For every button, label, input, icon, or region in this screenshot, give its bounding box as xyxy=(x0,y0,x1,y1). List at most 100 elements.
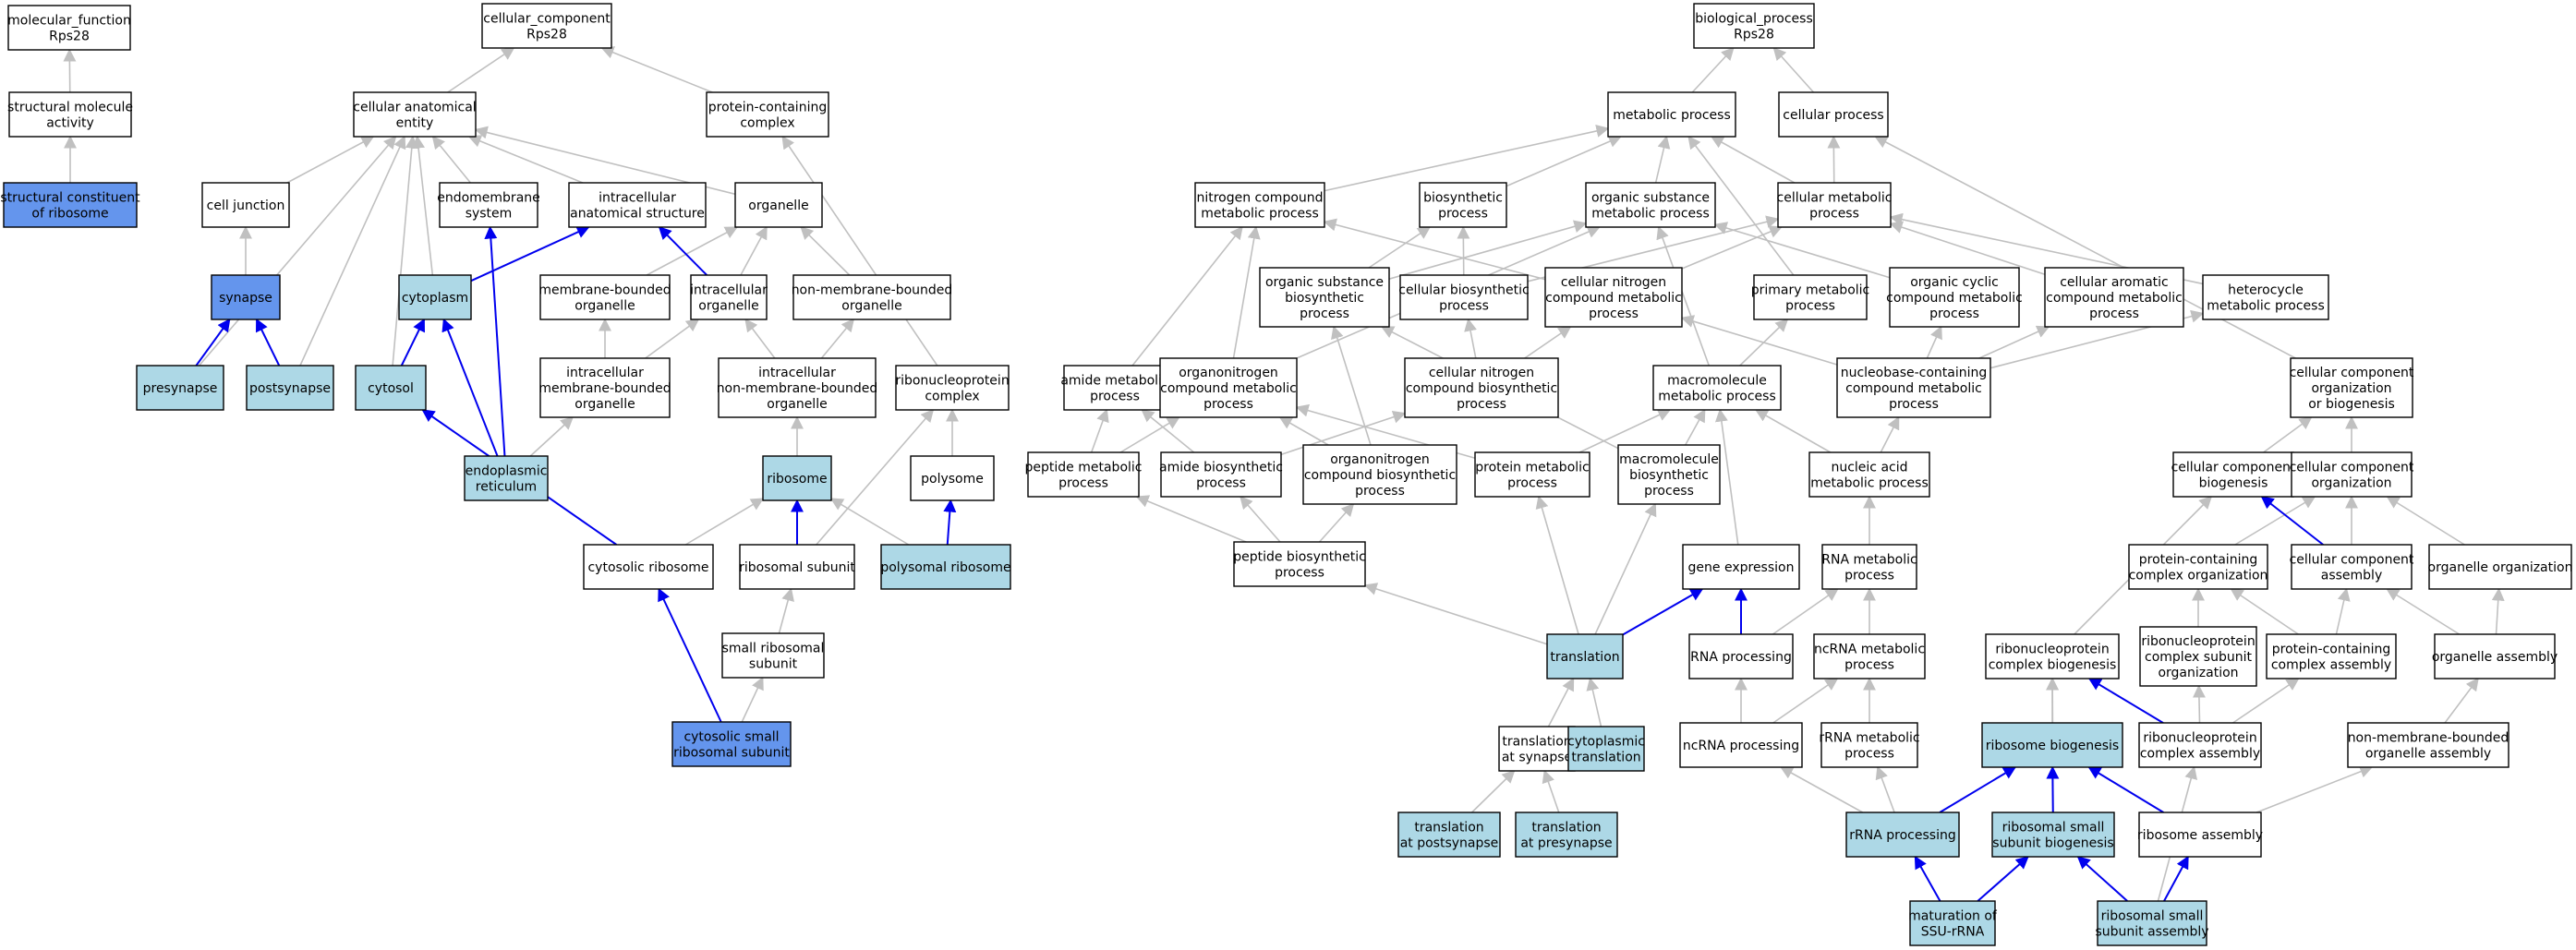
term-node-ribo[interactable]: ribosome xyxy=(762,455,832,501)
term-node-rsu[interactable]: ribosomal subunit xyxy=(739,544,855,590)
edge-pca-to-pco xyxy=(2230,588,2299,635)
term-node-rbiog[interactable]: ribosome biogenesis xyxy=(1981,722,2123,768)
term-node-oa[interactable]: organelle assembly xyxy=(2432,633,2558,679)
term-node-ge[interactable]: gene expression xyxy=(1682,544,1800,590)
term-node-ncrnap[interactable]: ncRNA processing xyxy=(1679,722,1803,768)
term-node-rnap[interactable]: RNA processing xyxy=(1688,633,1794,679)
term-node-rrnap[interactable]: rRNA processing xyxy=(1845,812,1960,858)
term-node-poly[interactable]: polysome xyxy=(910,455,995,501)
term-node-trans[interactable]: translation xyxy=(1546,633,1624,679)
term-node-org[interactable]: organelle xyxy=(734,182,823,228)
edge-ias-to-cae xyxy=(467,135,584,184)
term-box xyxy=(1419,182,1507,228)
edge-namp-to-macmp xyxy=(1754,409,1832,453)
term-box xyxy=(1820,722,1918,768)
term-node-cribo[interactable]: cytosolic ribosome xyxy=(583,544,714,590)
term-box xyxy=(895,365,1010,411)
edge-oa-to-cca xyxy=(2386,588,2461,635)
term-label-line: process xyxy=(1355,484,1405,499)
term-node-ra[interactable]: ribosome assembly xyxy=(2137,812,2263,858)
term-node-pribo[interactable]: polysomal ribosome xyxy=(880,544,1011,590)
term-node-cyto[interactable]: cytoplasm xyxy=(398,274,472,320)
term-box xyxy=(2128,544,2268,590)
term-node-post[interactable]: postsynapse xyxy=(246,365,334,411)
term-box xyxy=(1682,544,1800,590)
term-node-syn[interactable]: synapse xyxy=(211,274,281,320)
term-box xyxy=(1985,633,2120,679)
term-node-oo[interactable]: organelle organization xyxy=(2428,544,2573,590)
edge-post-to-syn xyxy=(255,318,281,367)
term-label-line: complex assembly xyxy=(2271,658,2391,673)
edge-mbo-to-org xyxy=(646,226,739,276)
term-node-metab[interactable]: metabolic process xyxy=(1607,91,1736,138)
term-node-pre[interactable]: presynapse xyxy=(136,365,224,411)
term-node-cj[interactable]: cell junction xyxy=(201,182,290,228)
term-node-cellp[interactable]: cellular process xyxy=(1778,91,1889,138)
term-node-inmbo[interactable]: intracellularnon-membrane-boundedorganel… xyxy=(717,357,878,418)
edge-inmbo-to-nmbo xyxy=(820,318,855,359)
term-node-cytosol[interactable]: cytosol xyxy=(355,365,427,411)
term-label-line: ribosomal subunit xyxy=(673,746,790,761)
